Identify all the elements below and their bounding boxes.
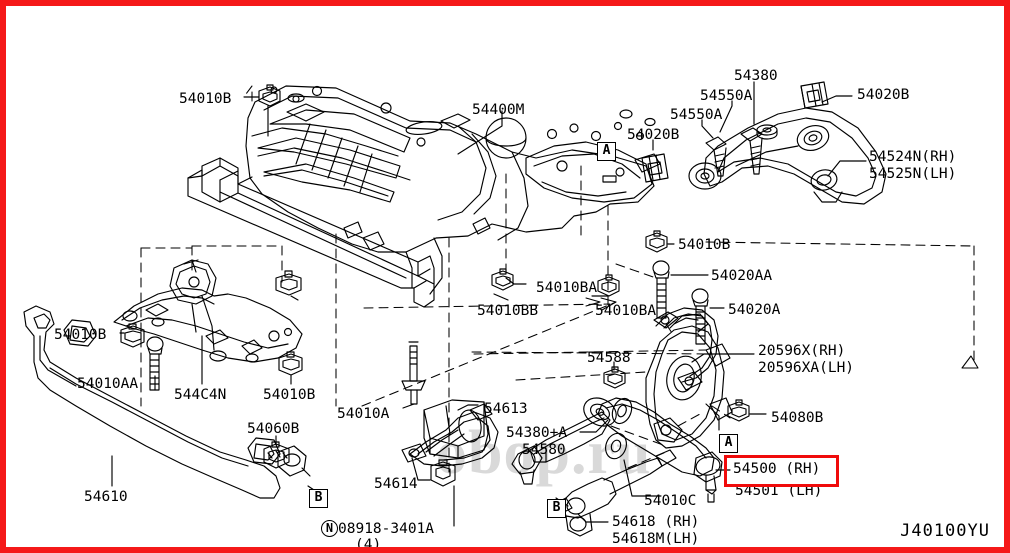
part-label-l-54010b-bl1: 54010B	[54, 327, 107, 343]
callout-a-bottom: A	[719, 434, 738, 453]
bracket-54614	[401, 403, 499, 467]
part-label-l-54580: 54580	[522, 442, 566, 458]
highlighted-part-rh: 54500 (RH)	[733, 461, 821, 477]
part-label-l-54020b-l: 54020B	[627, 127, 680, 143]
nut-54010ba-1	[491, 268, 514, 291]
nut-54010b-bl2	[278, 351, 303, 376]
callout-b-left: B	[309, 489, 328, 508]
part-label-l-54618: 54618 (RH) 54618M(LH)	[612, 514, 700, 547]
part-label-l-54010b-bl2: 54010B	[263, 387, 316, 403]
nut-54588	[603, 366, 626, 389]
rod-54580	[511, 397, 633, 485]
part-label-l-54010ba-1: 54010BA	[536, 280, 598, 296]
bolt-54550a-left	[705, 136, 727, 177]
part-label-l-54060b: 54060B	[247, 421, 300, 437]
part-label-l-54010a: 54010A	[337, 406, 390, 422]
callout-n-circle: N	[321, 520, 338, 537]
part-label-l-54588: 54588	[587, 350, 631, 366]
part-label-l-54080b: 54080B	[771, 410, 824, 426]
part-label-l-54614: 54614	[374, 476, 418, 492]
main-subframe-54400m	[187, 85, 661, 308]
part-label-l-54010bb: 54010BB	[477, 303, 539, 319]
nut-54010ba-2	[597, 274, 620, 297]
diagram-code: J40100YU	[900, 521, 990, 541]
part-label-l-54010b-mid: 54010B	[678, 237, 731, 253]
bush-54020b-right	[800, 81, 829, 109]
highlight-box	[724, 455, 839, 487]
part-label-l-08918: 08918-3401A	[338, 521, 435, 537]
nut-08918	[430, 459, 456, 487]
callout-b-mid: B	[547, 499, 566, 518]
part-label-l-54613: 54613	[484, 401, 528, 417]
nut-54080b	[727, 399, 750, 422]
lower-arm-knuckle-54500	[583, 313, 733, 503]
bolt-54020a	[691, 288, 709, 345]
part-label-l-54020a: 54020A	[728, 302, 781, 318]
dashed-guides	[140, 85, 979, 477]
nut-54010b-mid	[645, 230, 668, 253]
stabilizer-bar-54610	[23, 305, 311, 499]
part-label-l-54610: 54610	[84, 489, 128, 505]
part-label-l-54020aa: 54020AA	[711, 268, 773, 284]
link-54618	[553, 449, 677, 537]
part-label-l-54020b-r: 54020B	[857, 87, 910, 103]
part-label-l-20596x: 20596X(RH) 20596XA(LH)	[758, 343, 855, 376]
bush-54020b-left	[641, 153, 669, 183]
part-label-l-54524n: 54524N(RH) 54525N(LH)	[869, 149, 957, 182]
part-label-l-54010ba-2: 54010BA	[595, 303, 657, 319]
part-label-l-54010c: 54010C	[644, 493, 697, 509]
nut-54010bb	[275, 270, 302, 296]
part-label-l-08918-qty: (4)	[355, 537, 382, 553]
part-label-l-54010b-tl: 54010B	[179, 91, 232, 107]
part-label-l-54400m: 54400M	[472, 102, 525, 118]
sub-bracket-544c4n	[113, 259, 303, 363]
part-label-l-54380a: 54380+A	[506, 425, 568, 441]
bolt-54020aa	[652, 260, 670, 319]
washer-54010c	[605, 432, 627, 460]
bolt-54010a	[401, 341, 426, 405]
part-label-l-544c4n: 544C4N	[174, 387, 227, 403]
part-label-l-54380: 54380	[734, 68, 778, 84]
washer-54380	[756, 124, 778, 140]
part-number-lh: 54501 (LH)	[735, 483, 823, 499]
diagram-artwork	[23, 81, 979, 537]
nut-54010b-topleft	[258, 84, 281, 107]
part-label-l-54010aa: 54010AA	[77, 376, 139, 392]
callout-a-top: A	[597, 142, 616, 161]
bracket-20596x	[653, 307, 719, 391]
part-label-l-54550a-1: 54550A	[700, 88, 753, 104]
part-label-l-54550a-2: 54550A	[670, 107, 723, 123]
